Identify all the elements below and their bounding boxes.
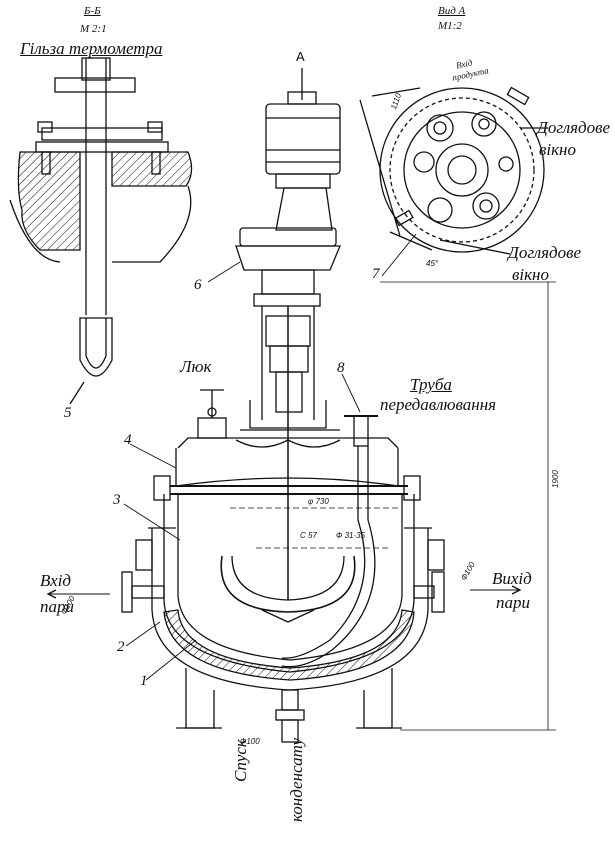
drain-label-2: конденсату — [287, 737, 306, 822]
steam-in-label-1: Вхід — [40, 571, 72, 590]
dim-height: 1900 — [551, 470, 560, 488]
steam-out-label-2: пари — [496, 593, 530, 612]
thermometer-sleeve-section — [9, 57, 193, 405]
window-bottom-label-1: Доглядове — [508, 243, 582, 262]
view-title: Вид А — [438, 5, 466, 17]
callout-2: 2 — [117, 639, 125, 655]
dim-d100-bottom: Ф100 — [240, 737, 260, 746]
steam-out-label-1: Вихід — [492, 569, 532, 588]
window-bottom-label-2: вікно — [512, 265, 549, 284]
view-scale: M1:2 — [438, 20, 462, 32]
dim-45: 45° — [426, 259, 439, 268]
callout-6: 6 — [194, 277, 202, 293]
pipe-label-2: передавлювання — [380, 395, 497, 414]
motor-drive — [235, 68, 341, 600]
dim-c57: С 57 — [300, 531, 317, 540]
vessel — [46, 233, 556, 743]
hatch-label: Люк — [180, 357, 212, 376]
sleeve-caption: Гільза термометра — [20, 39, 163, 58]
callout-3: 3 — [113, 492, 121, 508]
callout-5: 5 — [64, 405, 72, 421]
view-a — [359, 86, 548, 255]
callout-4: 4 — [124, 432, 132, 448]
pipe-label-1: Труба — [410, 375, 452, 394]
steam-in-label-2: пари — [40, 597, 74, 616]
callout-1: 1 — [140, 673, 148, 689]
window-top-label-1: Доглядове — [537, 118, 611, 137]
window-top-label-2: вікно — [539, 140, 576, 159]
view-arrow-label: A — [296, 49, 305, 64]
section-scale: M 2:1 — [80, 23, 107, 35]
section-title: Б-Б — [84, 5, 101, 17]
callout-8: 8 — [337, 360, 345, 376]
dim-d730: φ 730 — [308, 497, 329, 506]
dim-d31: Ф 31·35 — [336, 531, 366, 540]
callout-7: 7 — [372, 266, 380, 282]
